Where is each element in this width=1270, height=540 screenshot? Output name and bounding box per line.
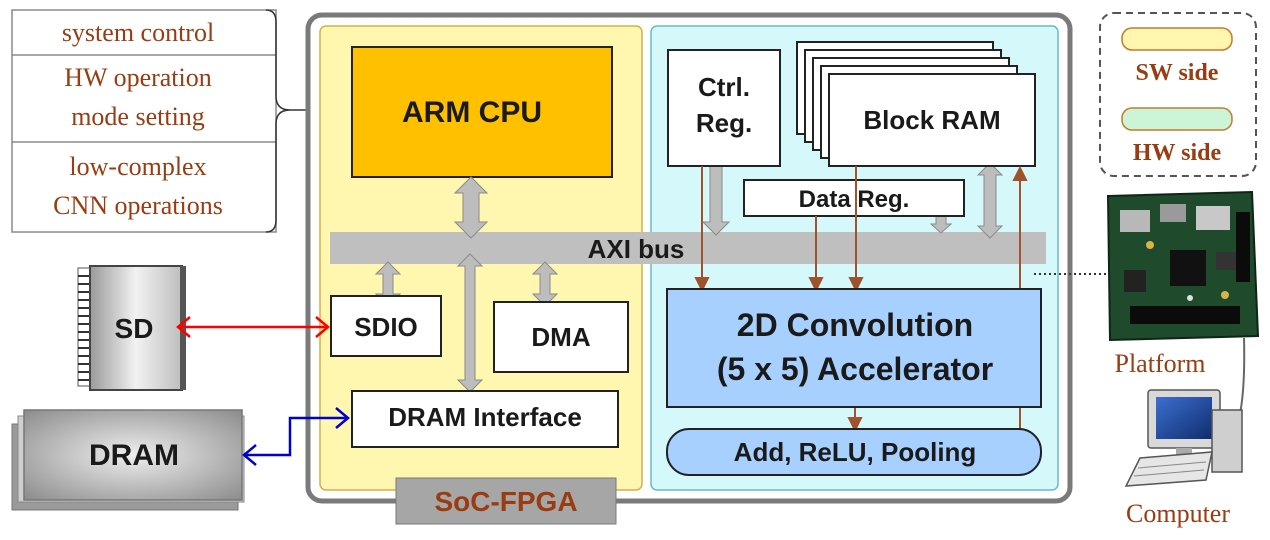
legend-box bbox=[1099, 12, 1257, 177]
soc-fpga-label-box bbox=[395, 477, 617, 525]
block-ram-axi-arrow bbox=[976, 162, 1004, 239]
ctrl-reg-label-line2: Reg. bbox=[696, 108, 752, 138]
sw-task-cnn-operations: CNN operations bbox=[53, 191, 223, 220]
sd-card bbox=[77, 265, 186, 391]
data-reg-label: Data Reg. bbox=[799, 186, 910, 213]
dram-chip bbox=[11, 409, 245, 511]
conv-accelerator-label-line2: (5 x 5) Accelerator bbox=[717, 351, 993, 387]
dma-label: DMA bbox=[531, 322, 590, 352]
dram-interface-label: DRAM Interface bbox=[388, 402, 582, 432]
dram-interface-block bbox=[351, 390, 619, 448]
platform-label: Platform bbox=[1115, 349, 1206, 378]
dram-label: DRAM bbox=[89, 439, 179, 472]
legend-hw-label: HW side bbox=[1133, 140, 1222, 166]
soc-fpga-label: SoC-FPGA bbox=[434, 486, 577, 517]
arm-cpu-block bbox=[351, 46, 613, 178]
cpu-axi-arrow bbox=[453, 176, 489, 239]
sw-task-list: system control HW operation mode setting… bbox=[11, 9, 277, 233]
axi-bus-label: AXI bus bbox=[588, 234, 685, 264]
legend-sw-label: SW side bbox=[1136, 60, 1219, 86]
sd-sdio-arrow bbox=[176, 316, 330, 338]
legend-hw-swatch bbox=[1121, 107, 1233, 131]
block-ram-stack bbox=[796, 41, 1036, 167]
data-reg-block bbox=[743, 179, 965, 217]
axi-bus bbox=[330, 232, 1046, 264]
sd-label: SD bbox=[115, 313, 154, 344]
sw-task-system-control: system control bbox=[62, 18, 214, 47]
conv-accelerator-label-line1: 2D Convolution bbox=[737, 307, 973, 343]
block-ram-block bbox=[828, 73, 1036, 167]
computer-label: Computer bbox=[1126, 499, 1230, 528]
post-ops-block bbox=[666, 428, 1042, 476]
arm-cpu-label: ARM CPU bbox=[402, 96, 542, 129]
platform-board-image bbox=[1106, 190, 1260, 342]
ctrl-reg-block bbox=[667, 49, 781, 167]
ctrl-reg-label-line1: Ctrl. bbox=[698, 72, 750, 102]
computer-icon bbox=[1124, 389, 1243, 487]
sw-task-low-complex: low-complex bbox=[69, 152, 206, 181]
post-ops-label: Add, ReLU, Pooling bbox=[734, 437, 977, 467]
sdio-block bbox=[330, 295, 442, 357]
conv-accelerator-block bbox=[666, 288, 1042, 408]
block-ram-label: Block RAM bbox=[863, 105, 1000, 135]
dma-block bbox=[493, 301, 629, 373]
sw-task-hw-operation: HW operation bbox=[64, 63, 212, 92]
sdio-label: SDIO bbox=[354, 312, 418, 342]
dram-interface-arrow bbox=[242, 407, 350, 466]
sw-task-mode-setting: mode setting bbox=[71, 102, 205, 131]
legend-sw-swatch bbox=[1121, 27, 1233, 51]
brace-connector bbox=[265, 9, 352, 233]
